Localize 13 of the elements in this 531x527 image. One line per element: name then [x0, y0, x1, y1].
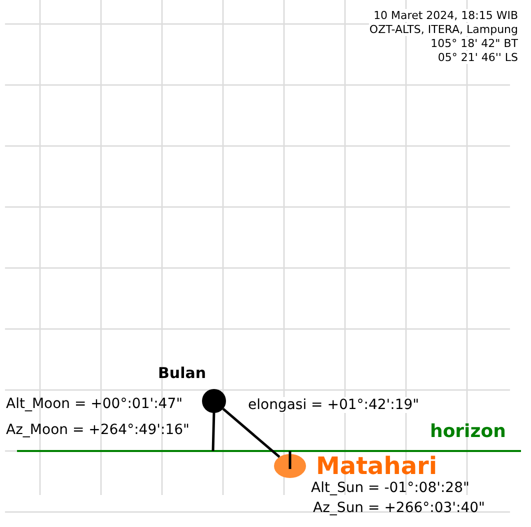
elongation-line — [222, 408, 280, 458]
sun-label: Matahari — [316, 452, 438, 480]
header-text: OZT-ALTS, ITERA, Lampung — [369, 23, 518, 36]
coordinate-text: Az_Moon = +264°:49':16" — [6, 422, 190, 438]
edge-label: elongasi = +01°:42':19" — [248, 397, 420, 413]
moon-label: Bulan — [158, 364, 206, 382]
coordinate-text: Alt_Sun = -01°:08':28" — [311, 480, 470, 496]
coordinate-text: Alt_Moon = +00°:01':47" — [6, 396, 183, 412]
header-text: 10 Maret 2024, 18:15 WIB — [374, 9, 518, 22]
coordinate-text: Az_Sun = +266°:03':40" — [313, 500, 485, 516]
header-text: 105° 18' 42" BT — [430, 37, 518, 50]
horizon-label: horizon — [430, 421, 506, 442]
header-text: 05° 21' 46'' LS — [438, 51, 518, 64]
